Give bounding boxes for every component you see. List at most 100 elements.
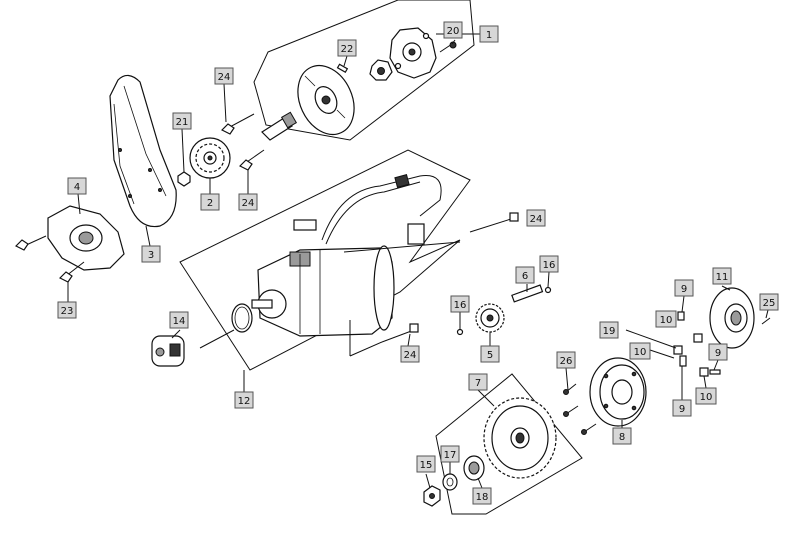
callout-24-sprocket: 24 — [238, 193, 258, 211]
svg-text:2: 2 — [207, 198, 213, 209]
callout-1: 1 — [479, 25, 499, 43]
starter-clutch — [589, 357, 647, 427]
callout-9-bottom: 9 — [672, 399, 692, 417]
starter-motor — [251, 245, 395, 337]
screws-26 — [563, 383, 597, 435]
svg-text:12: 12 — [238, 396, 251, 407]
pin-25 — [761, 317, 771, 325]
callout-5: 5 — [480, 345, 500, 363]
bolt-24-sprocket — [238, 149, 265, 171]
svg-text:25: 25 — [763, 298, 776, 309]
callout-21: 21 — [172, 112, 192, 130]
starter-gear — [483, 397, 557, 479]
pin-22 — [336, 63, 349, 74]
callout-3: 3 — [141, 245, 161, 263]
starter-gear-group-outline — [435, 373, 583, 515]
svg-text:9: 9 — [679, 404, 685, 415]
clutch-plate — [709, 287, 755, 349]
svg-text:14: 14 — [173, 316, 186, 327]
callout-10-mid: 10 — [629, 342, 651, 360]
svg-text:24: 24 — [404, 350, 417, 361]
nut-21 — [177, 171, 191, 187]
oil-pump-shaft — [261, 111, 298, 141]
svg-text:8: 8 — [619, 432, 625, 443]
callout-22: 22 — [337, 39, 357, 57]
idler-gear — [475, 303, 505, 333]
callout-24-top: 24 — [214, 67, 234, 85]
bolt-left — [14, 235, 47, 251]
callout-4: 4 — [67, 177, 87, 195]
clip-16-right — [544, 286, 552, 294]
svg-text:24: 24 — [218, 72, 231, 83]
bearing-18 — [463, 455, 485, 481]
oil-pump-group-outline — [253, 0, 475, 141]
oil-pump-body — [297, 64, 355, 136]
callout-26: 26 — [556, 351, 576, 369]
svg-text:16: 16 — [543, 260, 556, 271]
callout-19: 19 — [599, 321, 619, 339]
starter-cable — [293, 174, 442, 245]
rollers-springs — [673, 311, 721, 377]
o-ring — [231, 303, 253, 333]
svg-text:1: 1 — [486, 30, 492, 41]
svg-text:18: 18 — [476, 492, 489, 503]
callout-18: 18 — [472, 487, 492, 505]
svg-text:6: 6 — [522, 271, 528, 282]
svg-text:10: 10 — [700, 392, 713, 403]
callout-2: 2 — [200, 193, 220, 211]
svg-text:26: 26 — [560, 356, 573, 367]
callout-17: 17 — [440, 445, 460, 463]
callout-16-left: 16 — [450, 295, 470, 313]
nut-15 — [423, 485, 441, 507]
callout-24-right: 24 — [526, 209, 546, 227]
svg-text:4: 4 — [74, 182, 80, 193]
washer-17 — [442, 473, 458, 491]
svg-text:19: 19 — [603, 326, 616, 337]
callout-24-motor: 24 — [400, 345, 420, 363]
callout-11: 11 — [712, 267, 732, 285]
svg-text:9: 9 — [681, 284, 687, 295]
idler-shaft — [511, 284, 544, 303]
bolt-24-motor — [381, 323, 419, 343]
svg-text:15: 15 — [420, 460, 433, 471]
callout-9-top: 9 — [674, 279, 694, 297]
callout-15: 15 — [416, 455, 436, 473]
drive-chain — [109, 74, 177, 228]
svg-text:5: 5 — [487, 350, 493, 361]
callout-16-right: 16 — [539, 255, 559, 273]
svg-text:10: 10 — [634, 347, 647, 358]
svg-text:23: 23 — [61, 306, 74, 317]
svg-text:24: 24 — [530, 214, 543, 225]
callout-12: 12 — [234, 391, 254, 409]
svg-text:10: 10 — [660, 315, 673, 326]
clip-16-left — [456, 328, 464, 336]
callout-10-bottom: 10 — [695, 387, 717, 405]
callout-9-mid: 9 — [708, 343, 728, 361]
svg-text:9: 9 — [715, 348, 721, 359]
bolt-24-right — [469, 212, 519, 233]
chain-cover — [47, 205, 125, 271]
svg-text:20: 20 — [447, 26, 460, 37]
callout-8: 8 — [612, 427, 632, 445]
svg-text:3: 3 — [148, 250, 154, 261]
svg-text:7: 7 — [475, 378, 481, 389]
callout-25: 25 — [759, 293, 779, 311]
oil-pump-cover — [389, 27, 437, 79]
bolt-23 — [58, 261, 85, 283]
screw-24-top — [220, 113, 255, 135]
svg-text:16: 16 — [454, 300, 467, 311]
callout-6: 6 — [515, 266, 535, 284]
screw-20 — [439, 41, 457, 53]
callout-23: 23 — [57, 301, 77, 319]
callout-10-top: 10 — [655, 310, 677, 328]
callout-7: 7 — [468, 373, 488, 391]
svg-text:11: 11 — [716, 272, 729, 283]
callout-20: 20 — [443, 21, 463, 39]
oil-pump-rotor — [369, 59, 393, 81]
svg-text:24: 24 — [242, 198, 255, 209]
svg-text:21: 21 — [176, 117, 189, 128]
leader-lines — [67, 33, 769, 489]
drive-sprocket — [189, 137, 231, 179]
svg-text:22: 22 — [341, 44, 354, 55]
